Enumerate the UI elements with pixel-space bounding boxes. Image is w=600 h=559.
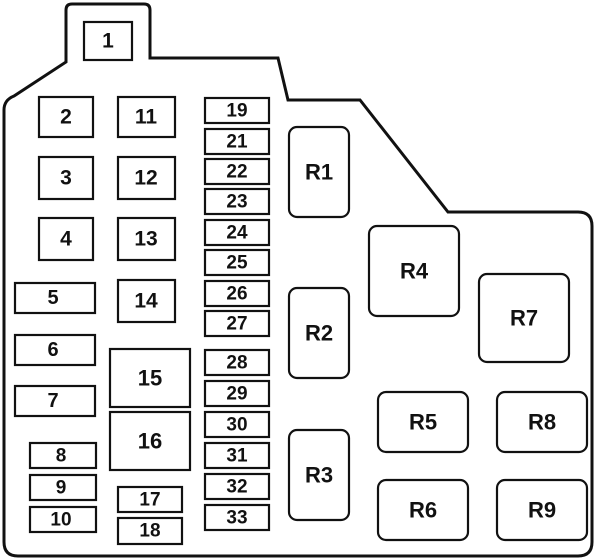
- relay-r1: R1: [287, 125, 351, 219]
- svg-text:3: 3: [60, 167, 72, 190]
- fuse-28: 28: [203, 348, 271, 377]
- fuse-32: 32: [203, 472, 271, 501]
- svg-text:9: 9: [56, 478, 67, 499]
- fuse-13: 13: [116, 216, 177, 262]
- fuse-2: 2: [37, 95, 95, 139]
- svg-text:R3: R3: [305, 463, 333, 488]
- svg-text:12: 12: [134, 167, 157, 190]
- fuse-23: 23: [203, 187, 271, 216]
- fuse-21: 21: [203, 127, 271, 156]
- svg-text:2: 2: [60, 106, 72, 129]
- svg-text:32: 32: [226, 477, 247, 498]
- fuse-19: 19: [203, 96, 271, 125]
- svg-text:5: 5: [47, 287, 58, 309]
- svg-text:26: 26: [226, 284, 247, 305]
- svg-text:R2: R2: [305, 321, 333, 346]
- svg-text:22: 22: [226, 162, 247, 183]
- fuse-12: 12: [116, 155, 177, 201]
- fuse-31: 31: [203, 441, 271, 470]
- svg-text:10: 10: [50, 510, 71, 531]
- svg-text:R6: R6: [409, 498, 437, 523]
- fuse-7: 7: [13, 384, 97, 418]
- svg-text:R7: R7: [510, 306, 538, 331]
- fuse-26: 26: [203, 279, 271, 308]
- svg-text:11: 11: [135, 106, 158, 129]
- svg-text:4: 4: [60, 228, 72, 251]
- fuse-10: 10: [28, 505, 98, 534]
- svg-text:25: 25: [226, 253, 248, 274]
- svg-text:21: 21: [226, 132, 248, 153]
- fuse-17: 17: [116, 485, 184, 514]
- fuse-25: 25: [203, 248, 271, 277]
- svg-text:29: 29: [226, 384, 247, 405]
- fuse-16: 16: [108, 410, 192, 472]
- svg-text:28: 28: [226, 353, 247, 374]
- svg-text:33: 33: [226, 508, 247, 529]
- relay-r7: R7: [477, 272, 571, 364]
- relay-r8: R8: [495, 390, 589, 454]
- svg-text:23: 23: [226, 192, 247, 213]
- svg-text:13: 13: [134, 228, 157, 251]
- fuse-14: 14: [116, 278, 177, 324]
- svg-text:R1: R1: [305, 160, 333, 185]
- fuse-6: 6: [13, 333, 97, 367]
- svg-text:16: 16: [138, 429, 162, 454]
- svg-text:6: 6: [47, 339, 58, 361]
- svg-text:17: 17: [139, 490, 160, 511]
- svg-text:7: 7: [47, 390, 58, 412]
- svg-text:8: 8: [56, 446, 67, 467]
- relay-r9: R9: [495, 478, 589, 542]
- fuse-9: 9: [28, 473, 98, 502]
- relay-r4: R4: [367, 224, 461, 318]
- svg-text:15: 15: [138, 366, 162, 391]
- fuse-30: 30: [203, 410, 271, 439]
- relay-r6: R6: [376, 478, 470, 542]
- fuse-5: 5: [13, 281, 97, 315]
- svg-text:19: 19: [226, 101, 247, 122]
- svg-text:31: 31: [226, 446, 248, 467]
- svg-text:R9: R9: [528, 498, 556, 523]
- relay-r2: R2: [287, 286, 351, 380]
- fuse-8: 8: [28, 441, 98, 470]
- relay-r5: R5: [376, 390, 470, 454]
- fuse-15: 15: [108, 347, 192, 409]
- fuse-33: 33: [203, 503, 271, 532]
- svg-text:18: 18: [139, 521, 160, 542]
- fuse-24: 24: [203, 218, 271, 247]
- svg-text:R5: R5: [409, 410, 437, 435]
- fuse-29: 29: [203, 379, 271, 408]
- fuse-22: 22: [203, 157, 271, 186]
- svg-text:30: 30: [226, 415, 247, 436]
- fuse-3: 3: [37, 155, 95, 201]
- svg-text:14: 14: [134, 290, 158, 313]
- fuse-11: 11: [116, 95, 177, 139]
- svg-text:R4: R4: [400, 259, 429, 284]
- fuse-27: 27: [203, 309, 271, 338]
- svg-text:27: 27: [226, 314, 247, 335]
- fuse-1: 1: [82, 20, 134, 62]
- svg-text:R8: R8: [528, 410, 556, 435]
- svg-text:1: 1: [102, 30, 114, 53]
- fuse-4: 4: [37, 216, 95, 262]
- fuse-18: 18: [116, 516, 184, 546]
- relay-r3: R3: [287, 428, 351, 522]
- svg-text:24: 24: [226, 223, 248, 244]
